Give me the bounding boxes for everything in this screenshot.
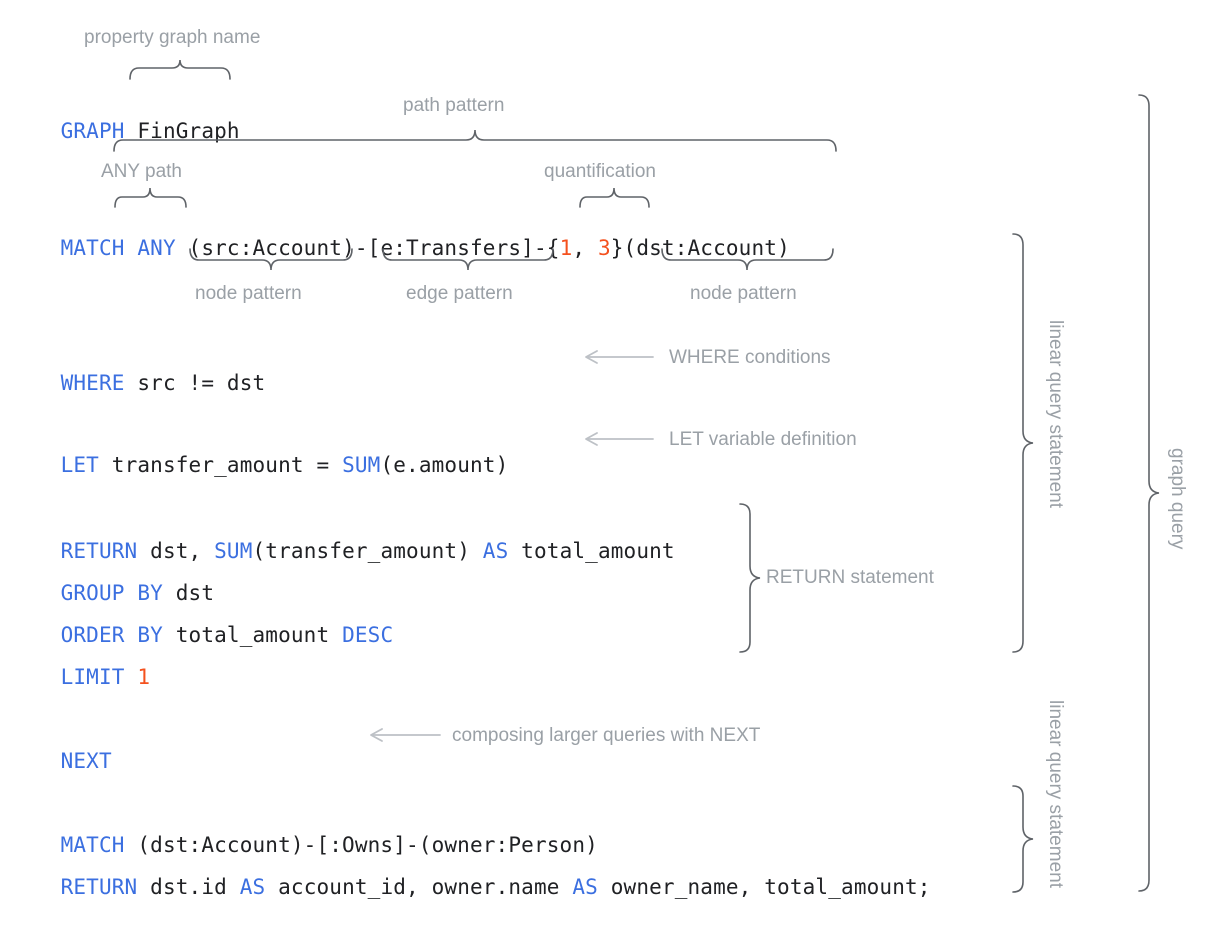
brace-linear-query-statement-2: [1012, 785, 1034, 893]
label-linear-query-statement-1: linear query statement: [1045, 320, 1066, 508]
keyword-any: ANY: [137, 236, 176, 260]
label-edge-pattern: edge pattern: [406, 283, 513, 304]
arrow-composing-next: [370, 728, 441, 742]
brace-linear-query-statement-1: [1012, 233, 1034, 653]
label-node-pattern-right: node pattern: [690, 283, 797, 304]
quant-brace-open: {: [546, 236, 560, 260]
keyword-order-by: ORDER BY: [60, 623, 163, 647]
edge-pattern-text: [e:Transfers]: [367, 236, 534, 260]
quant-max: 3: [597, 236, 611, 260]
return-columns: dst,: [137, 539, 215, 563]
return-args: (transfer_amount): [252, 539, 483, 563]
keyword-where: WHERE: [60, 371, 125, 395]
keyword-as-3: AS: [572, 875, 598, 899]
keyword-match-2: MATCH: [60, 833, 125, 857]
keyword-limit: LIMIT: [60, 665, 125, 689]
keyword-as-2: AS: [239, 875, 266, 899]
dash-2: -: [533, 236, 547, 260]
let-variable: transfer_amount =: [98, 453, 343, 477]
keyword-as: AS: [482, 539, 509, 563]
sp1: [125, 236, 138, 260]
label-return-statement: RETURN statement: [766, 567, 934, 588]
dst-node-pattern: (dst:Account): [623, 236, 790, 260]
match2-pattern: (dst:Account)-[:Owns]-(owner:Person): [124, 833, 598, 857]
arrow-let-variable-definition: [585, 432, 654, 446]
return2-a: dst.id: [137, 875, 240, 899]
label-graph-query: graph query: [1167, 448, 1188, 550]
brace-return-statement: [739, 503, 761, 653]
label-property-graph-name: property graph name: [84, 27, 261, 48]
code-line-let: LET transfer_amount = SUM(e.amount): [35, 426, 509, 478]
quant-brace-close: }: [610, 236, 624, 260]
keyword-next: NEXT: [60, 749, 112, 773]
function-sum: SUM: [342, 453, 381, 477]
label-where-conditions: WHERE conditions: [669, 347, 831, 368]
src-node-pattern: (src:Account): [188, 236, 355, 260]
label-node-pattern-left: node pattern: [195, 283, 302, 304]
label-linear-query-statement-2: linear query statement: [1045, 700, 1066, 888]
quant-min: 1: [559, 236, 573, 260]
keyword-graph: GRAPH: [60, 119, 125, 143]
arrow-where-conditions: [585, 350, 654, 364]
return-alias: total_amount: [508, 539, 675, 563]
label-quantification: quantification: [544, 161, 656, 182]
code-line-return1: RETURN dst, SUM(transfer_amount) AS tota…: [35, 512, 675, 564]
return2-c: owner_name, total_amount;: [597, 875, 931, 899]
code-line-order-by: ORDER BY total_amount DESC: [35, 596, 394, 648]
code-line-graph: GRAPH FinGraph: [35, 92, 240, 144]
sp3: [125, 665, 138, 689]
keyword-match: MATCH: [60, 236, 125, 260]
code-line-next: NEXT: [35, 722, 112, 774]
group-by-expression: dst: [162, 581, 215, 605]
label-composing-next: composing larger queries with NEXT: [452, 725, 761, 746]
keyword-return-2: RETURN: [60, 875, 138, 899]
keyword-let: LET: [60, 453, 99, 477]
space: [125, 119, 138, 143]
code-line-group-by: GROUP BY dst: [35, 554, 214, 606]
return2-b: account_id, owner.name: [265, 875, 573, 899]
brace-graph-query: [1138, 94, 1160, 892]
code-line-match: MATCH ANY (src:Account)-[e:Transfers]-{1…: [35, 209, 790, 261]
overbrace-any-path: [114, 187, 187, 208]
overbrace-quantification: [579, 187, 650, 208]
code-line-match2: MATCH (dst:Account)-[:Owns]-(owner:Perso…: [35, 806, 598, 858]
label-let-variable-definition: LET variable definition: [669, 429, 857, 450]
label-any-path: ANY path: [101, 161, 182, 182]
graph-name: FinGraph: [137, 119, 240, 143]
code-line-return2: RETURN dst.id AS account_id, owner.name …: [35, 848, 931, 900]
code-line-where: WHERE src != dst: [35, 344, 266, 396]
label-path-pattern: path pattern: [403, 95, 505, 116]
keyword-return: RETURN: [60, 539, 138, 563]
quant-sep: ,: [572, 236, 598, 260]
let-args: (e.amount): [380, 453, 509, 477]
limit-value: 1: [137, 665, 151, 689]
sp2: [176, 236, 189, 260]
dash-1: -: [354, 236, 368, 260]
code-line-limit: LIMIT 1: [35, 638, 150, 690]
function-sum-2: SUM: [214, 539, 253, 563]
where-expression: src != dst: [124, 371, 266, 395]
overbrace-property-graph-name: [129, 59, 231, 80]
keyword-desc: DESC: [342, 623, 394, 647]
keyword-group-by: GROUP BY: [60, 581, 163, 605]
order-by-expression: total_amount: [162, 623, 343, 647]
